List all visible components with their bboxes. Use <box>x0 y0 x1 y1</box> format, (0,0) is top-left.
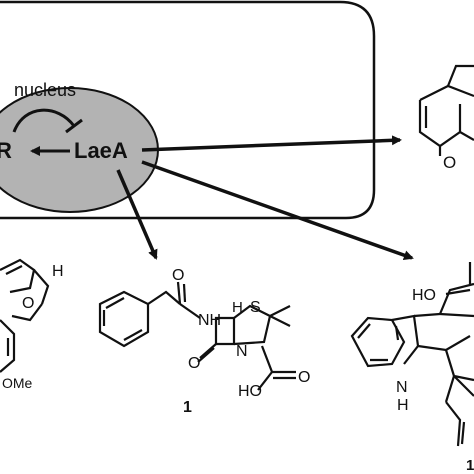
arrow-to-penicillin <box>116 169 158 260</box>
ome-label: OMe <box>2 375 33 391</box>
aflatoxin-h-label: H <box>52 263 64 280</box>
compound-penicillin <box>98 281 296 391</box>
ring-o-label: O <box>22 295 34 312</box>
cell-boundary <box>0 0 376 220</box>
amide-o-label: O <box>172 267 184 284</box>
amide-nh-label: NH <box>198 312 221 329</box>
compound-left <box>0 258 50 373</box>
compound-indole <box>350 262 474 447</box>
indole-h-label: H <box>397 397 409 414</box>
arrow-to-indole <box>141 160 414 261</box>
compound-top-right <box>418 64 474 156</box>
laea-label: LaeA <box>74 138 128 163</box>
nucleus-label: nucleus <box>14 80 76 100</box>
inhibition-arc <box>12 108 76 133</box>
hydroxy-o-label: O <box>443 153 456 172</box>
partial-compound-number: 1 <box>466 457 474 474</box>
acid-o-label: O <box>298 369 310 386</box>
indole-ho-label: HO <box>412 287 436 304</box>
arrow-to-top-right <box>141 135 402 152</box>
stereo-h-label: H <box>232 299 243 316</box>
acid-ho-label: HO <box>238 383 262 400</box>
lactam-n-label: N <box>236 343 248 360</box>
penicillin-number: 1 <box>183 399 192 416</box>
thiazolidine-s-label: S <box>250 299 261 316</box>
indole-n-label: N <box>396 379 408 396</box>
inhibition-bar <box>65 118 83 134</box>
left-gene-label: R <box>0 138 12 163</box>
lactam-o-label: O <box>188 355 200 372</box>
